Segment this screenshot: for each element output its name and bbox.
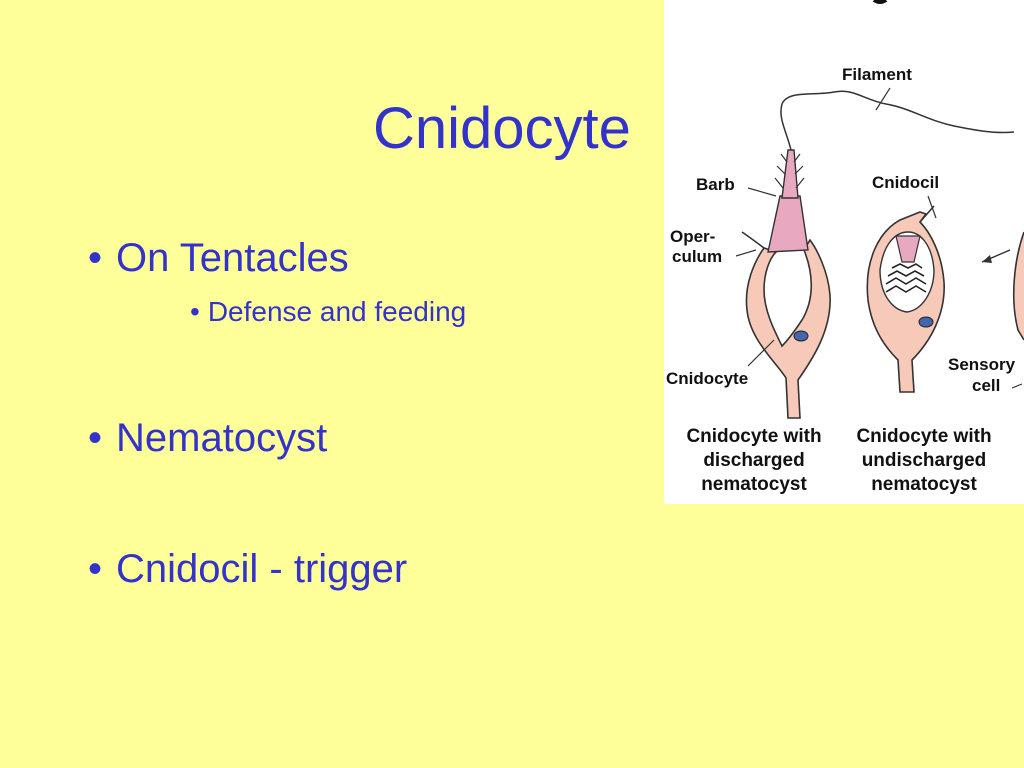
cnidocyte-diagram: Filament Barb Cnidocil Oper- culum Cnido… [664,0,1024,504]
sub-bullet-item: •Defense and feeding [190,298,466,326]
operculum-flap [741,231,765,249]
bullet-item: • On Tentacles [88,238,349,278]
slide-title: Cnidocyte [373,96,631,161]
operculum-leader [735,249,757,257]
label-operculum-2: culum [672,247,722,266]
barb-spines [774,153,805,189]
bullet-dot: • [190,296,200,327]
label-sensory-2: cell [972,376,1000,395]
bullet-text: On Tentacles [116,236,349,280]
label-filament: Filament [842,65,912,84]
label-barb: Barb [696,175,735,194]
cnidocyte-leader [747,339,775,367]
barb-leader [747,187,777,197]
caption-left-line-1: Cnidocyte with [686,426,821,447]
filament [780,90,1015,151]
bullet-text: Defense and feeding [207,296,467,327]
cnidocil-leader [927,195,937,219]
caption-right-line-2: undischarged [862,450,987,471]
coiled-thread [885,263,927,293]
caption-right-line-1: Cnidocyte with [856,426,991,447]
bullet-dot: • [88,416,103,460]
bullet-item: • Nematocyst [88,418,327,458]
cropped-title-glyph [872,0,888,4]
bullet-text: Cnidocil - trigger [116,547,408,591]
inverted-tube [895,235,921,263]
bullet-text: Nematocyst [116,416,328,460]
bullet-dot: • [88,547,103,591]
sensory-leader [1011,383,1023,389]
label-cnidocil: Cnidocil [872,173,939,192]
caption-left-line-3: nematocyst [701,474,807,495]
label-cnidocyte: Cnidocyte [666,369,748,388]
bullet-dot: • [88,236,103,280]
filament-leader [875,87,891,111]
everted-tube [767,195,809,253]
caption-left-line-2: discharged [703,450,804,471]
discharged-cell-body [745,238,831,419]
nucleus [918,316,934,328]
diagram-svg: Filament Barb Cnidocil Oper- culum Cnido… [666,0,1024,495]
caption-right-line-3: nematocyst [871,474,977,495]
sensory-cell [1012,231,1024,341]
arrow-head [982,255,992,263]
label-sensory-1: Sensory [948,355,1016,374]
nematocyst-capsule [879,231,935,313]
nucleus [793,330,809,342]
cnidocil-hair [919,205,935,223]
label-operculum-1: Oper- [670,227,715,246]
bullet-item: • Cnidocil - trigger [88,549,407,589]
